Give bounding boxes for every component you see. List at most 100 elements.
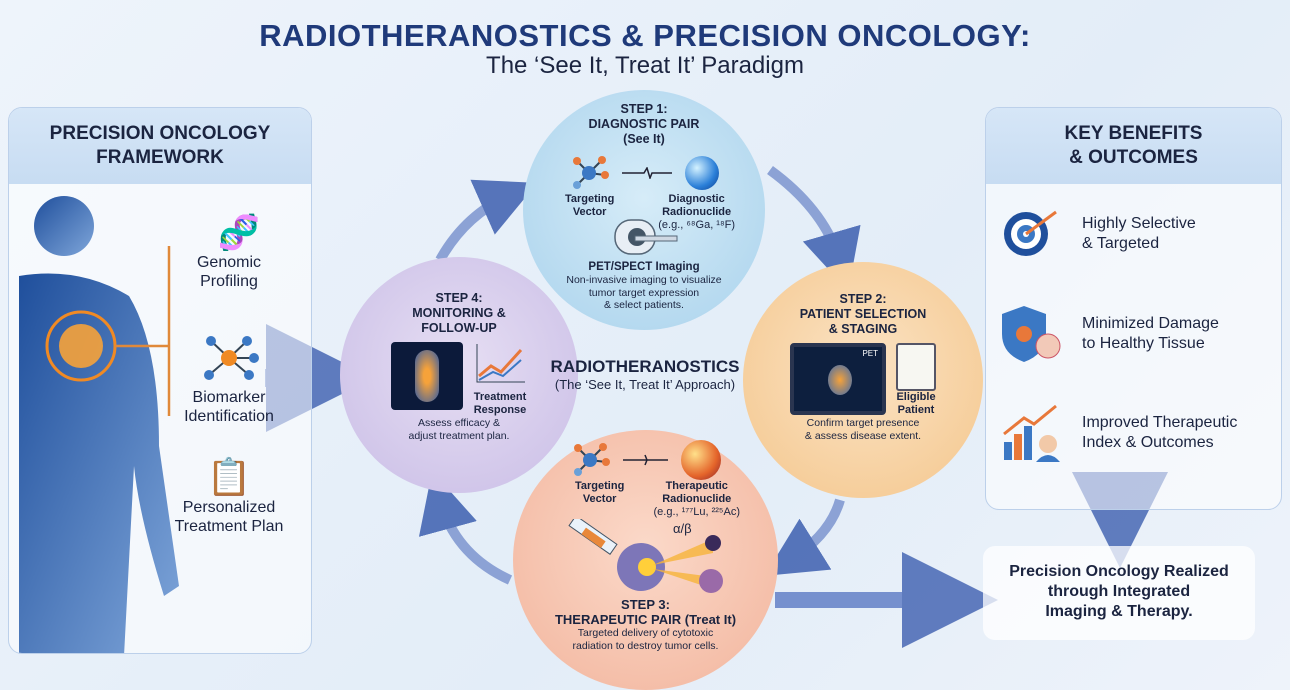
targeting-vector-icon	[573, 156, 610, 189]
radionuclide-label: Radionuclide	[662, 493, 732, 505]
outcome-line: Precision Oncology Realized	[1009, 563, 1229, 580]
genomic-profiling-item: 🧬 Genomic Profiling	[189, 213, 289, 291]
vector-label: Targeting	[565, 193, 615, 205]
page-title: RADIOTHERANOSTICS & PRECISION ONCOLOGY:	[259, 18, 1031, 53]
radionuclide-label: Therapeutic	[665, 480, 728, 492]
eligible-label: Patient	[897, 404, 935, 416]
outcome-line: Imaging & Therapy.	[1045, 603, 1193, 620]
step1-subtitle: (See It)	[623, 132, 665, 146]
center-subtitle: (The ‘See It, Treat It’ Approach)	[554, 377, 736, 392]
targeting-vector-icon	[573, 443, 610, 476]
radionuclide-examples: (e.g., ⁶⁸Ga, ¹⁸F)	[658, 219, 735, 231]
step3-description: Targeted delivery of cytotoxic	[577, 627, 714, 639]
step4-label: STEP 4:	[435, 291, 483, 305]
response-label: Treatment	[473, 391, 527, 403]
step1-diagnostic-pair: STEP 1: DIAGNOSTIC PAIR (See It) Targeti…	[523, 90, 765, 330]
syringe-icon	[568, 519, 618, 555]
item-label: Personalized	[182, 499, 276, 516]
benefit-label: Minimized Damage	[1082, 315, 1219, 332]
key-benefits-panel: KEY BENEFITS & OUTCOMES	[985, 107, 1282, 510]
benefit-item: Highly Selective & Targeted	[1000, 208, 1196, 260]
center-title: RADIOTHERANOSTICS	[550, 357, 740, 376]
link-icon	[622, 454, 668, 466]
response-chart-icon	[476, 344, 525, 383]
benefit-label: Highly Selective	[1082, 215, 1196, 232]
step1-description: & select patients.	[604, 299, 684, 311]
clipboard-icon: 📋	[206, 456, 252, 497]
pet-screen-label: PET	[862, 349, 878, 358]
step1-description: tumor target expression	[588, 286, 700, 299]
personalized-treatment-plan-item: 📋 Personalized Treatment Plan	[169, 456, 289, 536]
step2-label: STEP 2:	[839, 292, 887, 306]
radionuclide-examples: (e.g., ¹⁷⁷Lu, ²²⁵Ac)	[653, 506, 740, 518]
step4-description: Assess efficacy &	[417, 417, 501, 429]
step2-description: Confirm target presence	[806, 417, 920, 429]
item-label: Genomic	[196, 254, 262, 271]
diagnostic-radionuclide-icon	[684, 156, 719, 190]
outcome-box: Precision Oncology Realized through Inte…	[983, 546, 1255, 640]
precision-oncology-framework-panel: PRECISION ONCOLOGY FRAMEWORK 🧬 Genomic P…	[8, 107, 312, 654]
imaging-label: PET/SPECT Imaging	[588, 261, 700, 273]
arrow-step4-to-step1	[435, 179, 538, 263]
dna-icon: 🧬	[217, 214, 261, 252]
step1-title: DIAGNOSTIC PAIR	[588, 117, 700, 131]
pet-monitor-icon: PET	[790, 343, 886, 415]
vector-label: Vector	[572, 206, 607, 218]
benefit-label: Improved Therapeutic	[1082, 414, 1238, 431]
radionuclide-label: Diagnostic	[668, 193, 725, 205]
step2-title: PATIENT SELECTION	[799, 307, 927, 321]
item-label: Biomarker	[192, 389, 266, 406]
eligible-label: Eligible	[896, 391, 936, 403]
benefits-heading: KEY BENEFITS & OUTCOMES	[986, 108, 1281, 184]
network-icon	[204, 336, 259, 380]
step1-label: STEP 1:	[620, 102, 668, 116]
clipboard-icon	[896, 343, 936, 391]
step3-label: STEP 3:	[621, 597, 670, 612]
body-scan-icon	[391, 342, 463, 410]
step2-subtitle: & STAGING	[828, 322, 898, 336]
step4-monitoring: STEP 4: MONITORING & FOLLOW-UP Treatment…	[340, 257, 578, 493]
vector-label: Vector	[582, 493, 617, 505]
pet-scanner-icon	[614, 219, 678, 255]
item-label: Treatment Plan	[174, 518, 284, 535]
step3-description: radiation to destroy tumor cells.	[572, 639, 719, 652]
benefits-title-line1: KEY BENEFITS	[1064, 123, 1203, 144]
alpha-beta-label: α/β	[673, 521, 692, 536]
benefit-label: Index & Outcomes	[1082, 434, 1214, 451]
item-label: Profiling	[200, 273, 258, 290]
step1-description: Non-invasive imaging to visualize	[566, 274, 722, 286]
vector-label: Targeting	[575, 480, 625, 492]
benefit-label: & Targeted	[1082, 235, 1160, 252]
item-label: Identification	[184, 408, 274, 425]
step2-patient-selection: STEP 2: PATIENT SELECTION & STAGING PET …	[743, 262, 983, 498]
benefits-title-line2: & OUTCOMES	[1069, 147, 1198, 168]
page-subtitle: The ‘See It, Treat It’ Paradigm	[486, 52, 804, 79]
step4-description: adjust treatment plan.	[408, 429, 510, 442]
radionuclide-label: Radionuclide	[662, 206, 732, 218]
step3-title: THERAPEUTIC PAIR (Treat It)	[554, 612, 737, 627]
arrow-step3-to-step4	[418, 471, 513, 585]
response-label: Response	[473, 404, 527, 416]
benefit-item: Minimized Damage to Healthy Tissue	[1000, 304, 1219, 364]
arrow-step1-to-step2	[767, 165, 861, 291]
growth-chart-icon	[1003, 404, 1060, 462]
benefit-label: to Healthy Tissue	[1082, 335, 1205, 352]
target-icon	[1004, 210, 1057, 256]
step2-description: & assess disease extent.	[804, 429, 922, 442]
framework-heading: PRECISION ONCOLOGY FRAMEWORK	[9, 108, 311, 184]
biomarker-identification-item: Biomarker Identification	[169, 333, 289, 426]
center-label: RADIOTHERANOSTICS (The ‘See It, Treat It…	[530, 357, 760, 392]
step4-subtitle: FOLLOW-UP	[421, 321, 497, 335]
shield-icon	[1002, 306, 1061, 362]
outcome-line: through Integrated	[1047, 583, 1191, 600]
framework-title-line1: PRECISION ONCOLOGY	[49, 123, 271, 144]
therapeutic-radionuclide-icon	[681, 440, 722, 480]
human-silhouette-icon	[19, 196, 179, 653]
link-icon	[621, 167, 672, 179]
step4-title: MONITORING &	[412, 306, 506, 320]
arrow-step2-to-step3	[764, 498, 845, 576]
framework-title-line2: FRAMEWORK	[96, 147, 224, 168]
tumor-destruction-illustration	[568, 519, 723, 593]
